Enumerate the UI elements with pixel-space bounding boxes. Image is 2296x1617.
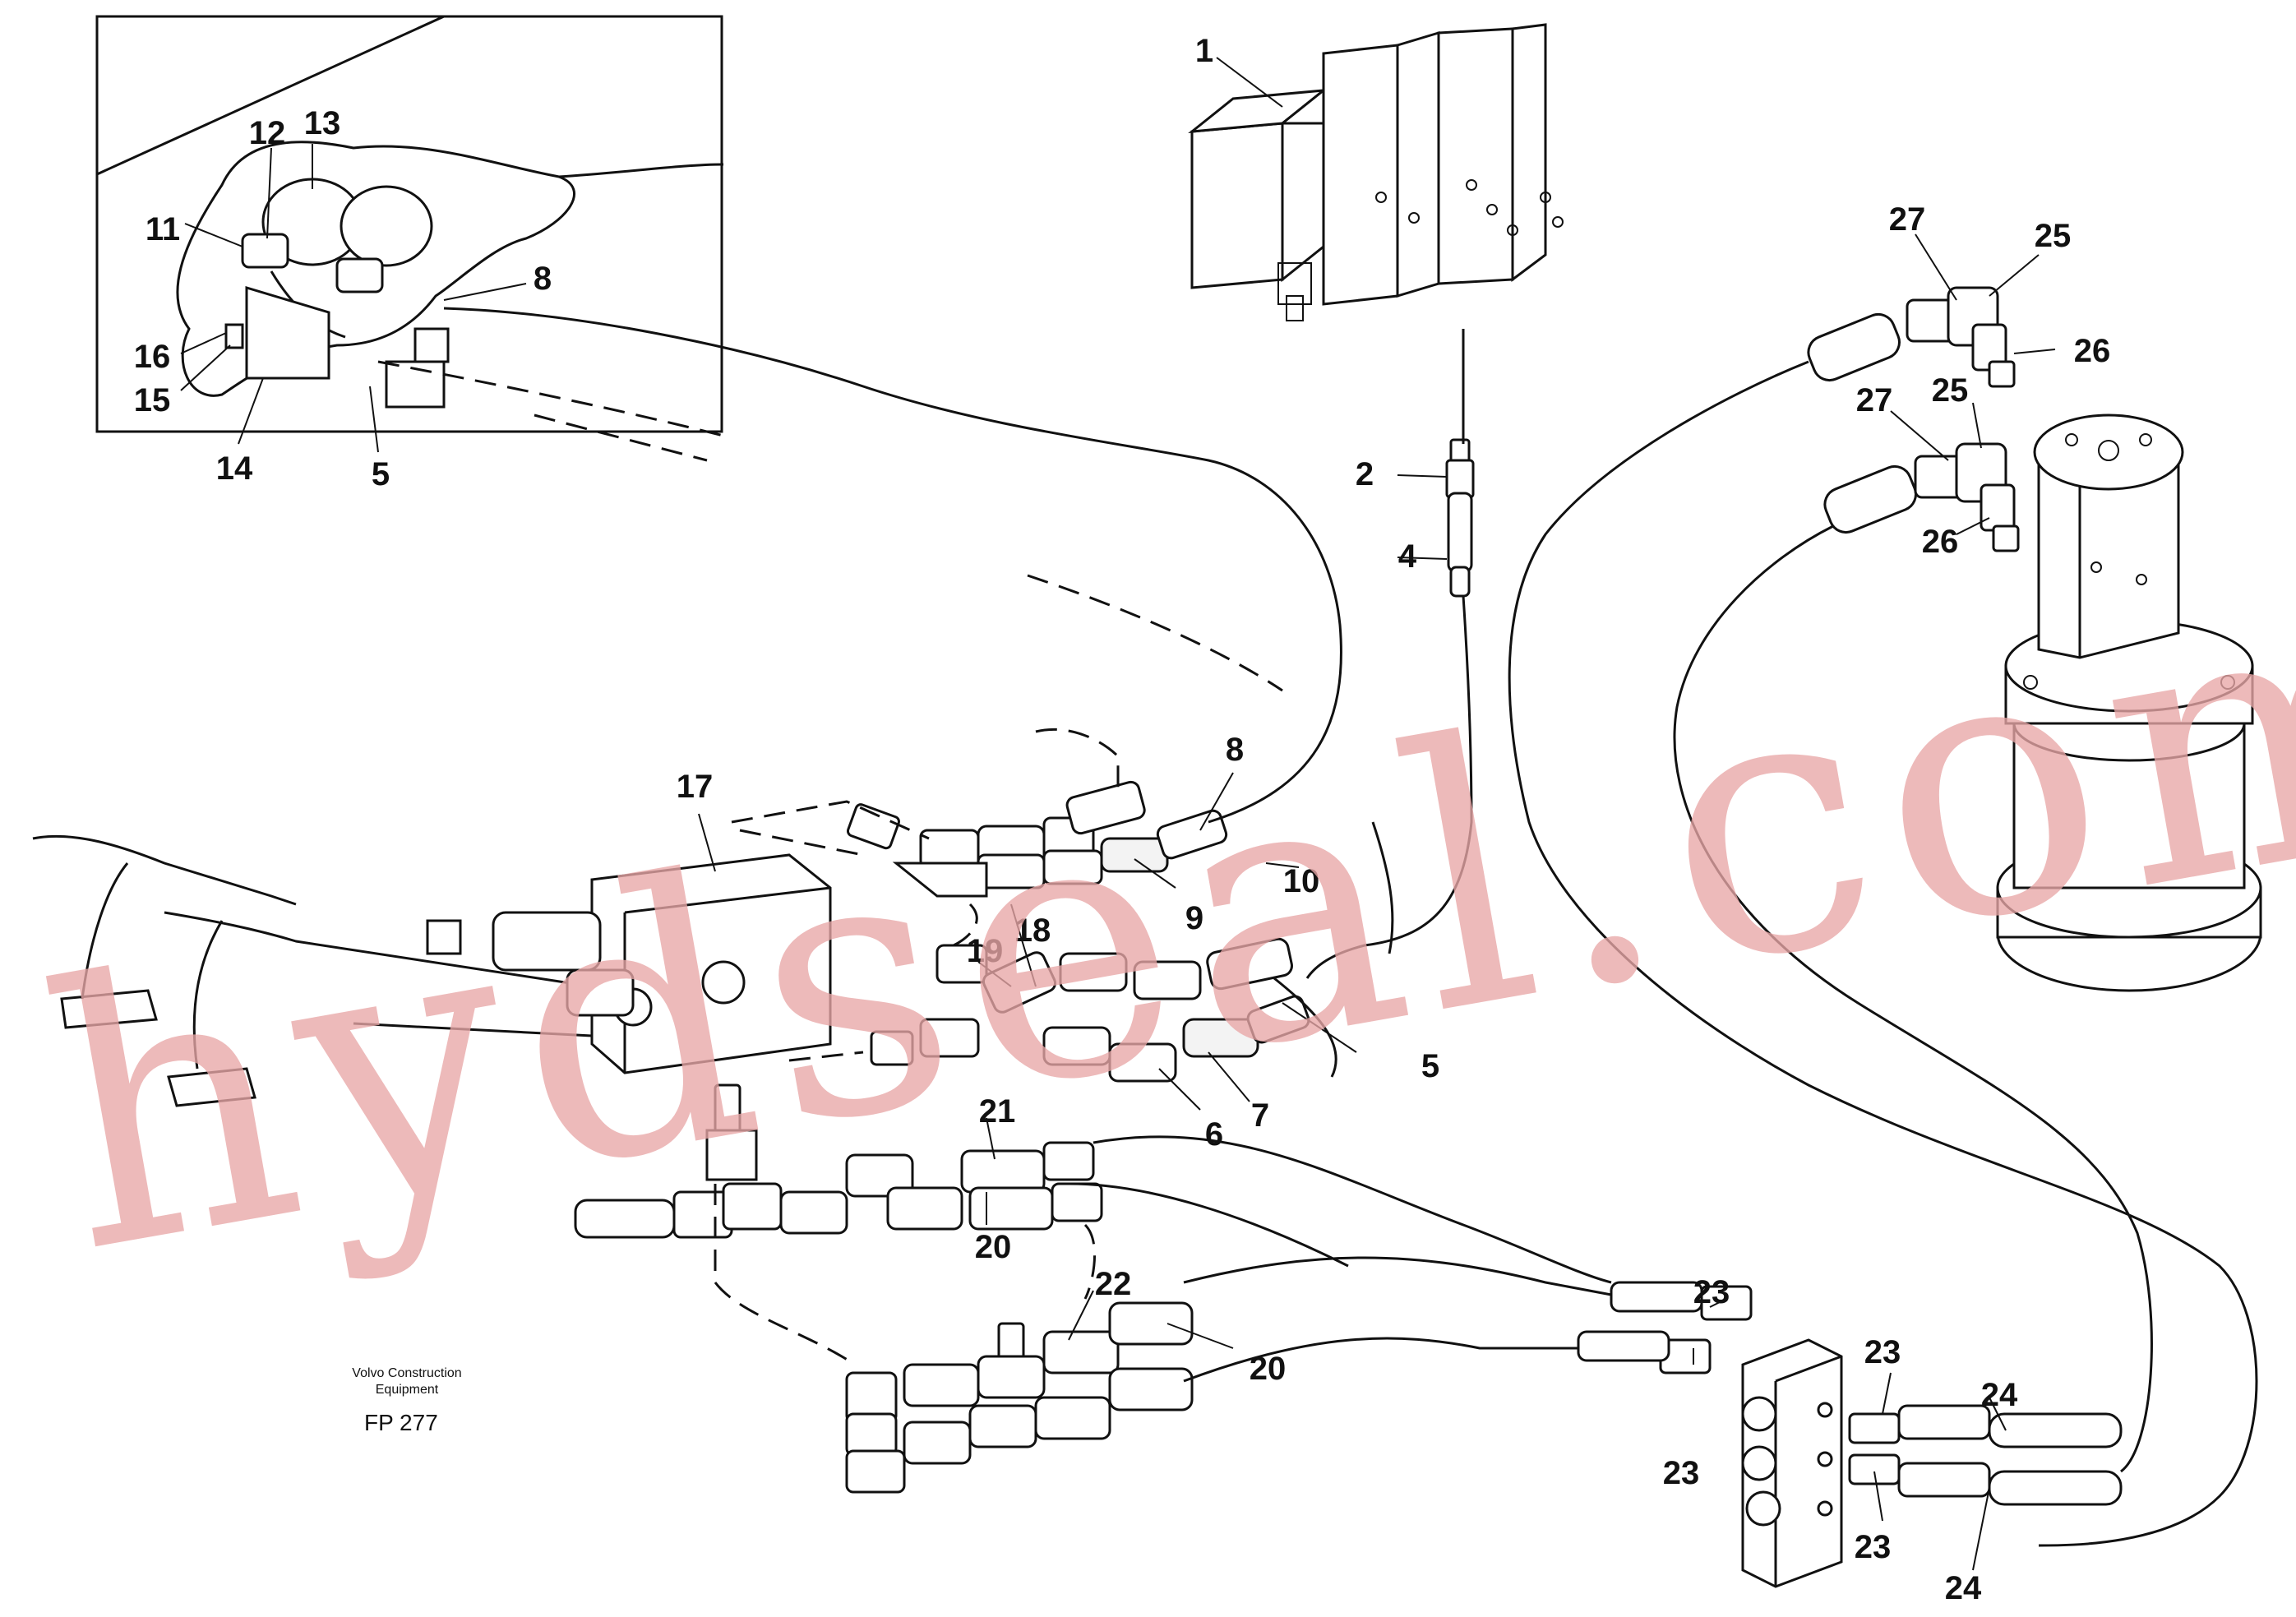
label-13: 13	[304, 105, 341, 141]
label-6: 6	[1205, 1116, 1223, 1153]
label-25-a: 25	[2035, 218, 2072, 254]
watermark: hydseal.com	[22, 495, 2296, 1333]
swivel-fittings	[1807, 286, 2020, 552]
label-25-b: 25	[1932, 372, 1969, 409]
label-15: 15	[134, 382, 171, 418]
label-21: 21	[979, 1093, 1016, 1130]
label-9: 9	[1185, 900, 1203, 936]
dashed-lines	[377, 360, 1283, 1366]
label-23-b: 23	[1663, 1455, 1700, 1491]
label-8: 8	[1226, 732, 1244, 768]
label-1: 1	[1195, 33, 1213, 69]
label-8-inset: 8	[534, 261, 552, 297]
label-12: 12	[249, 115, 286, 151]
leader-lines	[180, 57, 2056, 1571]
label-2: 2	[1356, 456, 1374, 492]
label-5: 5	[1421, 1048, 1439, 1084]
label-14: 14	[216, 450, 253, 487]
label-27-a: 27	[1889, 201, 1926, 238]
label-24-b: 24	[1945, 1570, 1982, 1606]
swivel-cylinder	[1996, 413, 2262, 992]
label-17: 17	[677, 769, 714, 805]
company-name-line1: Volvo Construction	[352, 1366, 461, 1380]
label-26-b: 26	[1922, 524, 1959, 560]
figure-code: FP 277	[364, 1410, 438, 1435]
label-26-a: 26	[2074, 333, 2111, 369]
label-10: 10	[1283, 863, 1320, 899]
label-23-d: 23	[1855, 1529, 1892, 1565]
caption: Volvo Construction Equipment FP 277	[352, 1366, 461, 1435]
hose-fittings-lower	[574, 1083, 1103, 1239]
pedal-linkage	[32, 834, 593, 1107]
pipe-vertical	[1305, 329, 1475, 979]
control-valve	[1188, 23, 1564, 321]
label-4: 4	[1398, 538, 1417, 575]
inset-detail	[95, 15, 724, 433]
label-24-a: 24	[1981, 1377, 2018, 1413]
label-7: 7	[1251, 1097, 1269, 1134]
label-27-b: 27	[1856, 382, 1893, 418]
label-20-upper: 20	[975, 1229, 1012, 1265]
label-22: 22	[1095, 1266, 1132, 1302]
part-labels: 1 2 4 11 12 13 8 16 15 14 5 17 8 10 9 18…	[134, 33, 2111, 1606]
hose-lines	[443, 307, 2258, 1547]
label-20-lower: 20	[1250, 1351, 1287, 1387]
hose-fittings-bottom	[845, 1301, 1194, 1494]
label-18: 18	[1014, 912, 1051, 949]
label-16: 16	[134, 339, 171, 375]
label-19: 19	[967, 933, 1004, 969]
label-5-inset: 5	[372, 456, 390, 492]
label-11: 11	[146, 211, 180, 247]
distribution-block	[1577, 1281, 2123, 1588]
label-23-a: 23	[1693, 1274, 1730, 1310]
hose-fittings-upper	[846, 780, 1228, 898]
main-valve-block	[492, 853, 832, 1074]
hose-fittings-middle	[870, 937, 1310, 1083]
company-name-line2: Equipment	[376, 1383, 439, 1397]
label-23-c: 23	[1864, 1334, 1901, 1370]
